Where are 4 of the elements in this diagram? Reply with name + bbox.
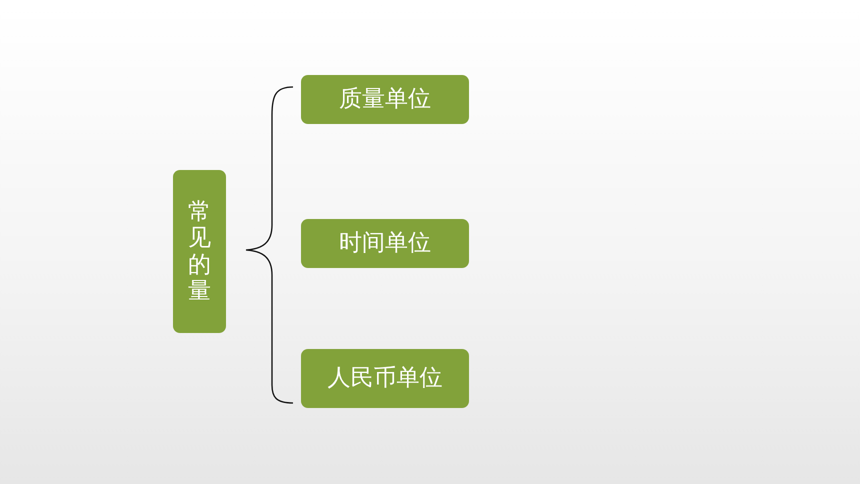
topic-box: 常见的量 [173, 170, 226, 333]
topic-box: 质量单位 [301, 75, 469, 124]
topic-box: 时间单位 [301, 219, 469, 268]
topic-box: 人民币单位 [301, 349, 469, 408]
